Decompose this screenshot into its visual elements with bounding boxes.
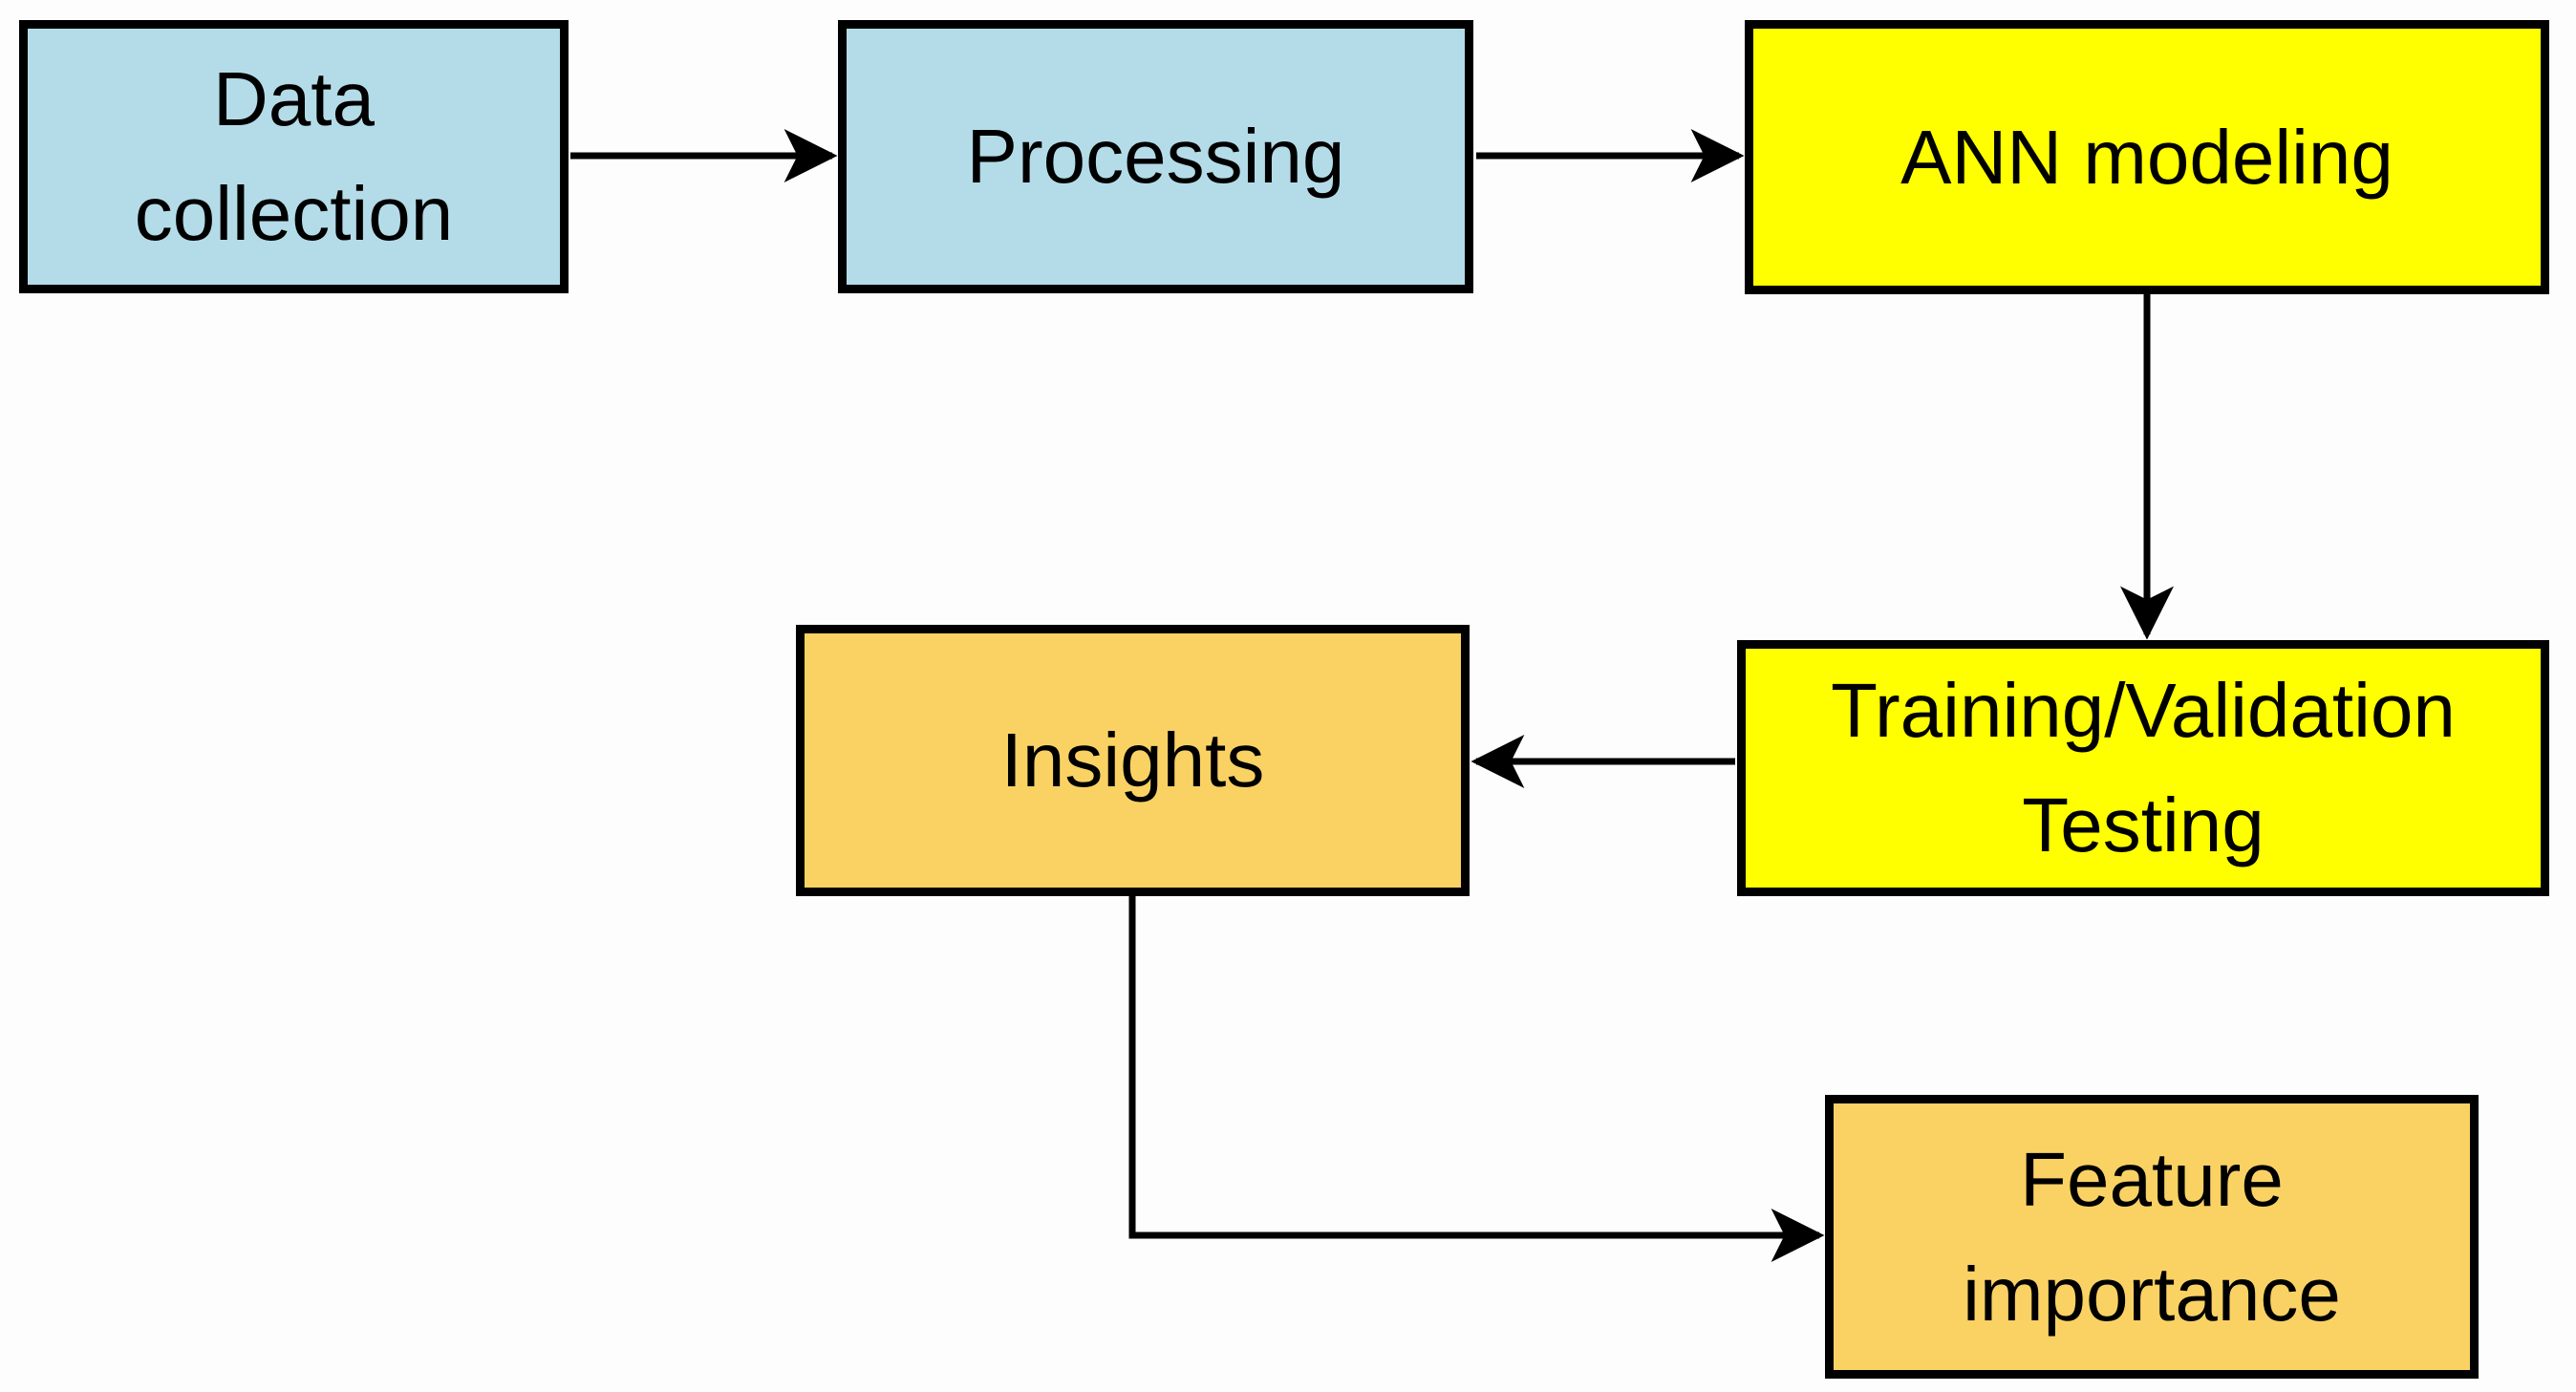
node-training-validation-testing: Training/Validation Testing: [1737, 640, 2549, 896]
node-ann-modeling: ANN modeling: [1745, 20, 2549, 294]
edge-insights-to-feature-importance: [1128, 894, 1825, 1262]
node-processing: Processing: [838, 20, 1473, 293]
node-data-collection: Data collection: [19, 20, 569, 293]
node-feature-importance: Feature importance: [1825, 1095, 2479, 1379]
node-insights: Insights: [796, 625, 1470, 896]
